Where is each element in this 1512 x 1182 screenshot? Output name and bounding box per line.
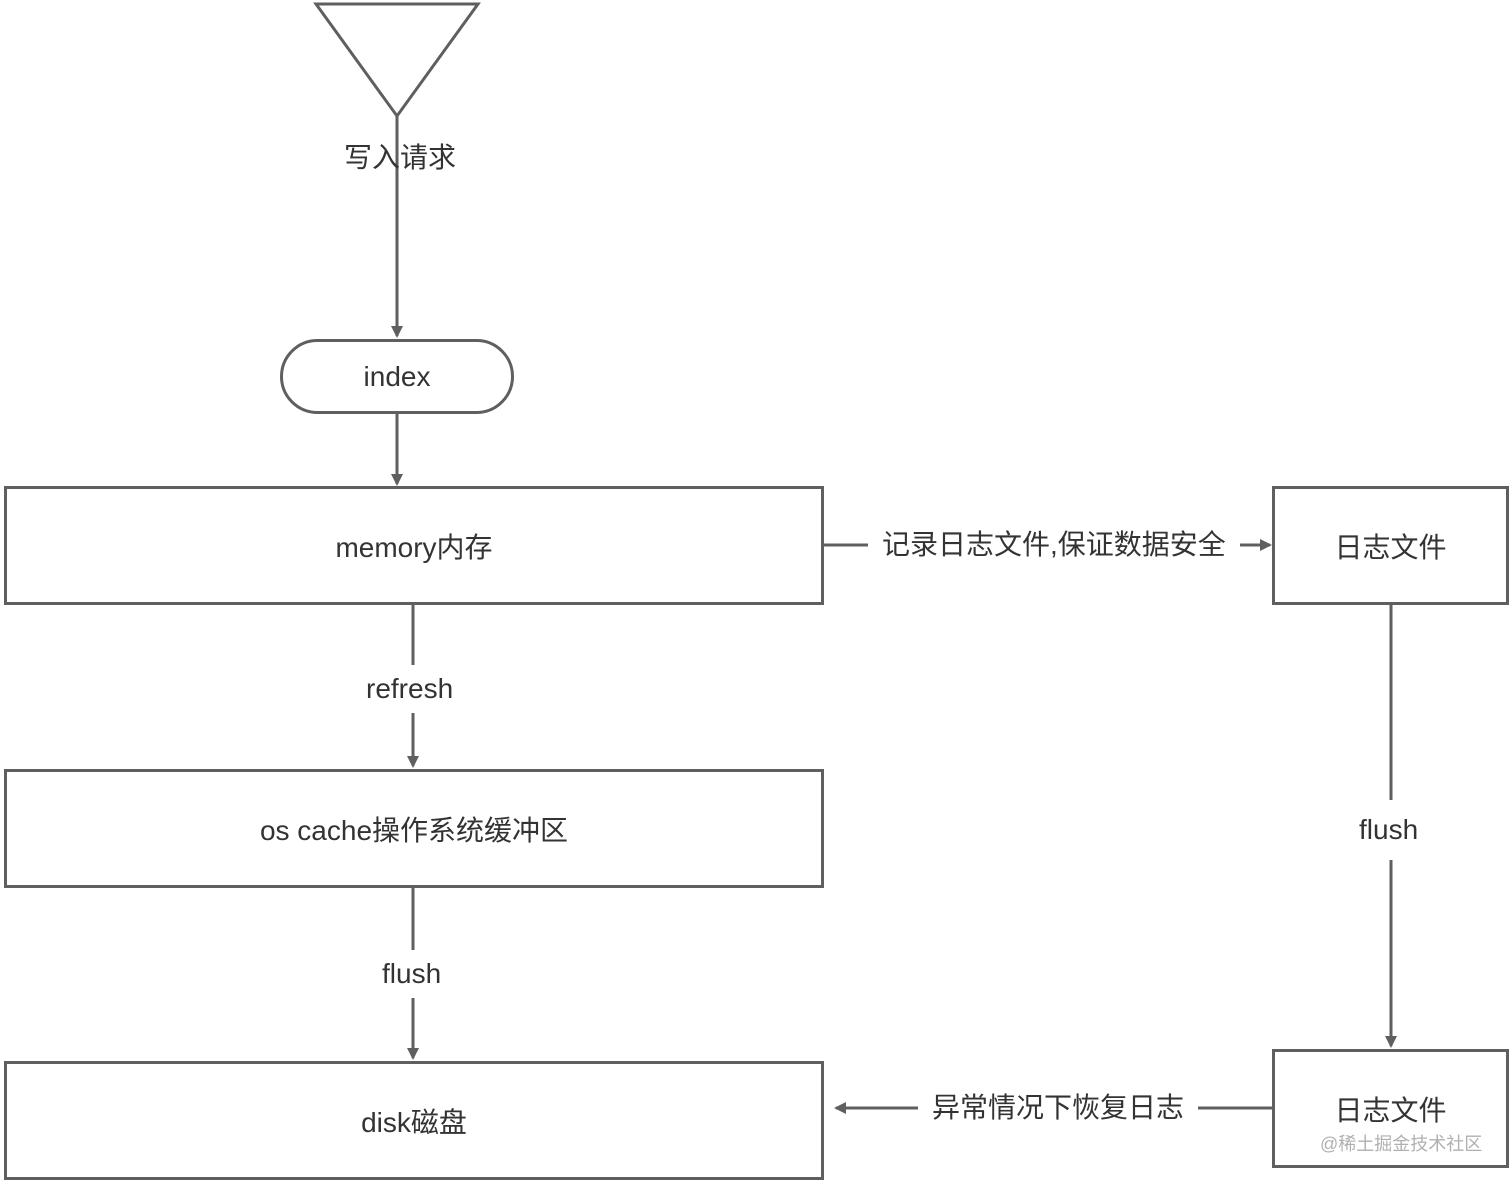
memory-node-label: memory内存 xyxy=(335,531,493,563)
edge-label-record-log: 记录日志文件,保证数据安全 xyxy=(868,527,1240,563)
index-node: index xyxy=(280,339,514,414)
os-cache-node: os cache操作系统缓冲区 xyxy=(4,769,824,888)
disk-node: disk磁盘 xyxy=(4,1061,824,1180)
edge-label-recover-log: 异常情况下恢复日志 xyxy=(918,1090,1199,1126)
edge-label-flush-right: flush xyxy=(1355,800,1423,860)
log-file-top-node: 日志文件 xyxy=(1272,486,1509,605)
start-triangle xyxy=(313,2,481,119)
watermark-text: @稀土掘金技术社区 xyxy=(1320,1134,1483,1154)
memory-node: memory内存 xyxy=(4,486,824,605)
index-node-label: index xyxy=(363,360,431,392)
os-cache-node-label: os cache操作系统缓冲区 xyxy=(259,814,569,846)
log-file-top-label: 日志文件 xyxy=(1334,531,1447,563)
edge-label-flush-left: flush xyxy=(378,950,446,998)
log-file-bottom-node: 日志文件 xyxy=(1272,1049,1509,1168)
disk-node-label: disk磁盘 xyxy=(361,1106,467,1138)
log-file-bottom-label: 日志文件 xyxy=(1334,1094,1447,1126)
edge-label-refresh: refresh xyxy=(362,665,458,713)
edge-label-write-request: 写入请求 xyxy=(344,142,457,173)
